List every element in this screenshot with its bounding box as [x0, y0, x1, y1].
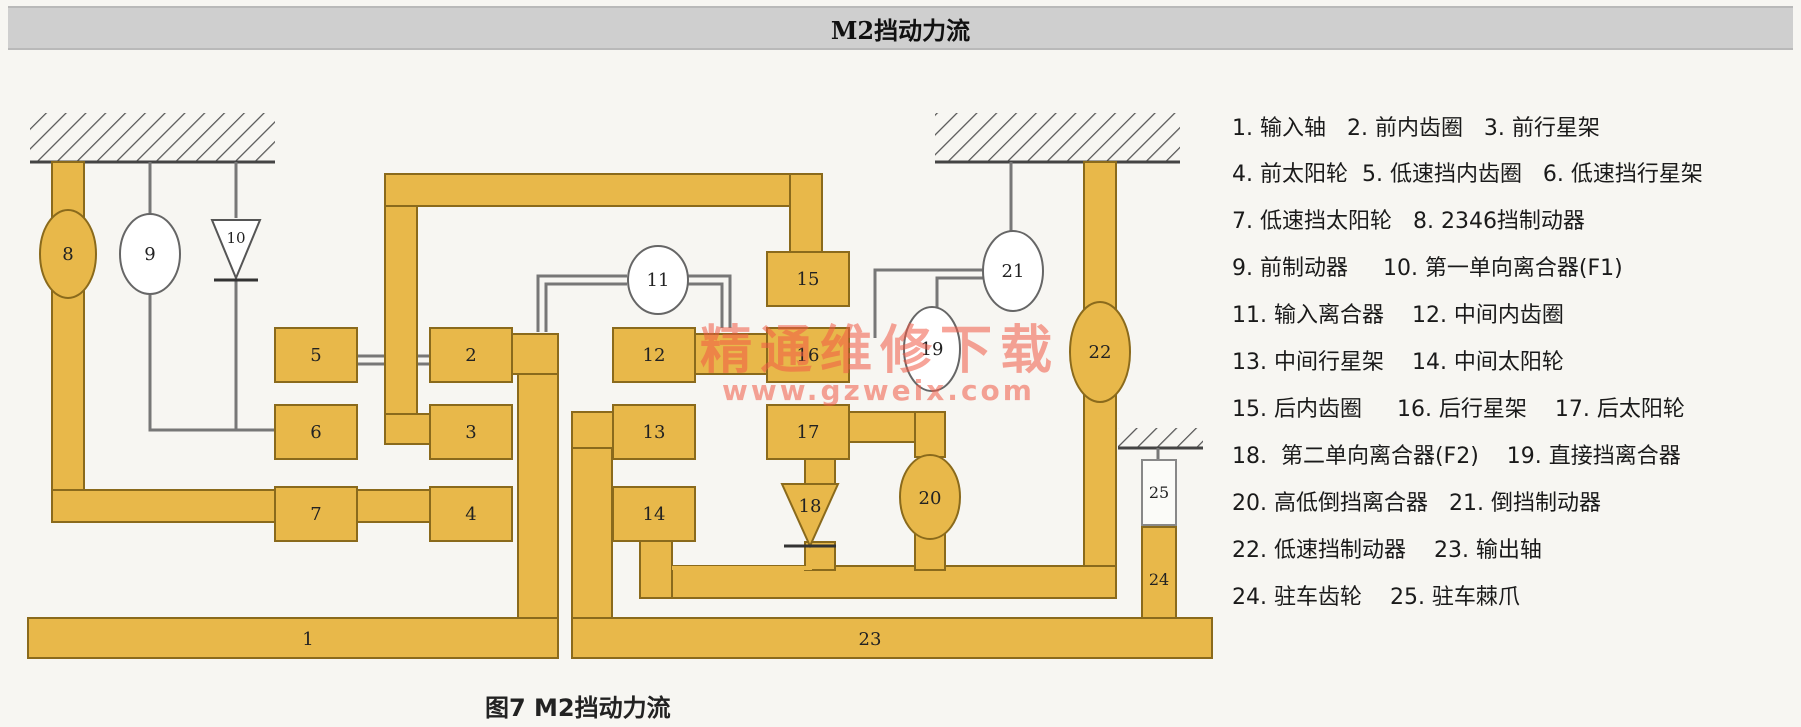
legend-row: 22. 低速挡制动器 23. 输出轴: [1232, 538, 1542, 563]
component-11: [627, 245, 689, 315]
label-6: 6: [310, 422, 321, 443]
watermark-text: 精通维修下载: [700, 320, 1061, 381]
label-9: 9: [144, 244, 155, 265]
label-15: 15: [797, 269, 820, 290]
legend-row: 15. 后内齿圈 16. 后行星架 17. 后太阳轮: [1232, 397, 1685, 422]
component-6: [274, 404, 358, 460]
input-shaft: [27, 617, 559, 659]
ground-parking: [1118, 428, 1203, 450]
label-4: 4: [465, 504, 476, 525]
component-17: [766, 404, 850, 460]
label-21: 21: [1002, 261, 1025, 282]
diagram-title: M2挡动力流: [830, 15, 971, 45]
legend-row: 9. 前制动器 10. 第一单向离合器(F1): [1232, 256, 1623, 281]
component-15: [766, 251, 850, 307]
label-7: 7: [310, 504, 321, 525]
legend-row: 13. 中间行星架 14. 中间太阳轮: [1232, 350, 1564, 375]
legend-row: 11. 输入离合器 12. 中间内齿圈: [1232, 303, 1564, 328]
label-5: 5: [310, 345, 321, 366]
legend-row: 24. 驻车齿轮 25. 驻车棘爪: [1232, 585, 1520, 610]
component-18: [780, 483, 840, 549]
label-10: 10: [226, 229, 245, 247]
component-24: [1141, 526, 1177, 619]
label-24: 24: [1149, 570, 1169, 589]
figure-caption: 图7 M2挡动力流: [485, 694, 671, 722]
label-23: 23: [859, 629, 882, 650]
label-2: 2: [465, 345, 476, 366]
legend-row: 20. 高低倒挡离合器 21. 倒挡制动器: [1232, 491, 1601, 516]
legend-row: 1. 输入轴 2. 前内齿圈 3. 前行星架: [1232, 116, 1600, 141]
watermark-url: www.gzweix.com: [722, 374, 1035, 407]
component-2: [429, 327, 513, 383]
legend-row: 4. 前太阳轮 5. 低速挡内齿圈 6. 低速挡行星架: [1232, 162, 1703, 187]
component-12: [612, 327, 696, 383]
component-22: [1069, 301, 1131, 403]
shafts: [27, 161, 1213, 659]
component-19: [903, 306, 961, 392]
label-13: 13: [643, 422, 666, 443]
component-16: [766, 327, 850, 383]
component-4: [429, 486, 513, 542]
label-20: 20: [919, 488, 942, 509]
ground-right: [935, 113, 1180, 164]
component-7: [274, 486, 358, 542]
component-13: [612, 404, 696, 460]
label-16: 16: [797, 345, 820, 366]
label-25: 25: [1149, 483, 1169, 502]
component-21: [982, 230, 1044, 312]
label-3: 3: [465, 422, 476, 443]
component-25: [1141, 459, 1177, 526]
legend-row: 7. 低速挡太阳轮 8. 2346挡制动器: [1232, 209, 1585, 234]
label-18: 18: [799, 496, 822, 517]
label-14: 14: [643, 504, 666, 525]
ground-left: [30, 113, 275, 164]
component-14: [612, 486, 696, 542]
component-3: [429, 404, 513, 460]
component-8: [39, 209, 97, 299]
output-shaft: [571, 617, 1213, 659]
title-bar: M2挡动力流: [8, 6, 1793, 50]
component-5: [274, 327, 358, 383]
label-1: 1: [302, 629, 313, 650]
component-9: [119, 213, 181, 295]
label-11: 11: [647, 270, 670, 291]
legend-row: 18. 第二单向离合器(F2) 19. 直接挡离合器: [1232, 444, 1681, 469]
input-shaft-riser: [517, 333, 559, 619]
component-10: [210, 219, 262, 282]
label-8: 8: [62, 244, 73, 265]
label-17: 17: [797, 422, 820, 443]
power-flow-diagram: 1 2 3 4 5 6 7 8 9 10 11 12 13 14 15 16 1…: [27, 113, 1213, 659]
label-19: 19: [921, 339, 944, 360]
label-22: 22: [1089, 342, 1112, 363]
component-20: [899, 454, 961, 540]
label-12: 12: [643, 345, 666, 366]
